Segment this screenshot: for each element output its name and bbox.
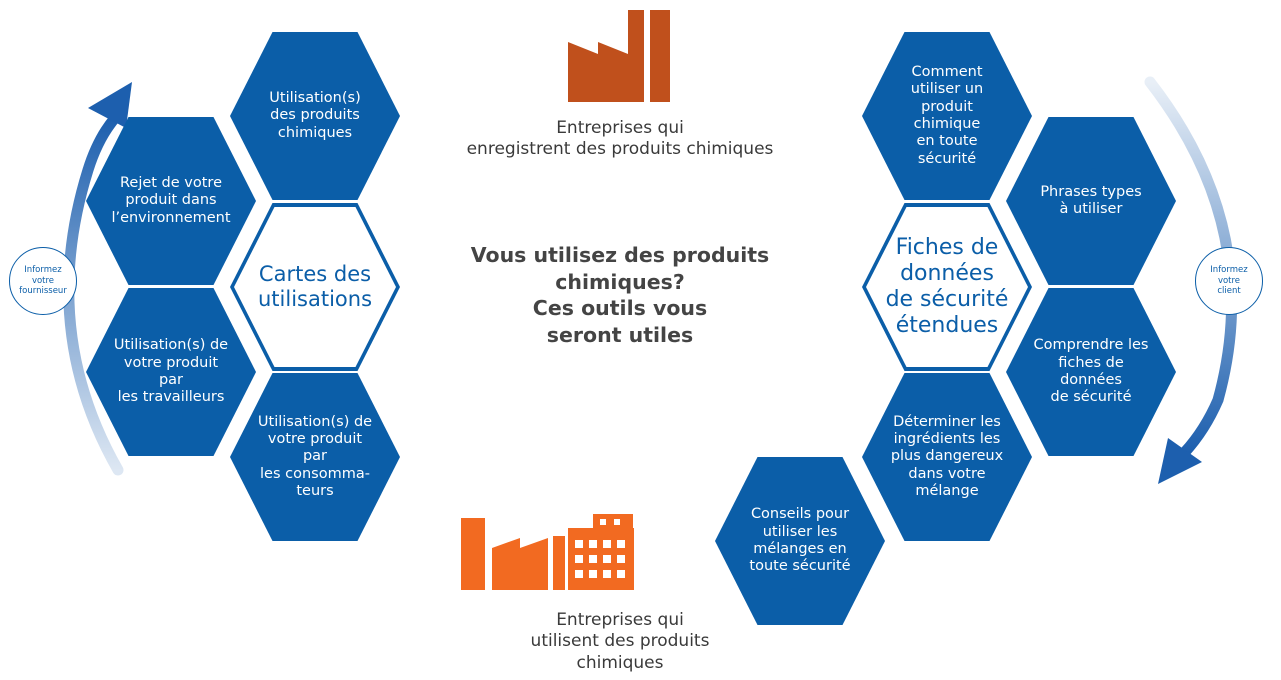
right-cycle-arrow — [1144, 76, 1238, 458]
hex-standard-phrases: Phrases types à utiliser — [1006, 117, 1176, 285]
registering-companies-label: Entreprises qui enregistrent des produit… — [466, 118, 774, 160]
central-question: Vous utilisez des produits chimiques? Ce… — [470, 243, 770, 347]
hex-use-maps-center: Cartes des utilisations — [230, 203, 400, 371]
hex-safe-use-text: Comment utiliser un produit chimique en … — [910, 63, 984, 167]
using-companies-label: Entreprises qui utilisent des produits c… — [530, 610, 710, 673]
hex-standard-phrases-text: Phrases types à utiliser — [1040, 183, 1142, 217]
hex-understand-sds-text: Comprendre les fiches de données de sécu… — [1033, 337, 1149, 406]
hex-dangerous-ingredients-text: Déterminer les ingrédients les plus dang… — [890, 413, 1004, 500]
hex-mixture-advice-text: Conseils pour utiliser les mélanges en t… — [749, 506, 851, 575]
hex-understand-sds: Comprendre les fiches de données de sécu… — [1006, 288, 1176, 456]
hex-worker-uses-text: Utilisation(s) de votre produit par les … — [113, 337, 229, 406]
hex-consumer-uses: Utilisation(s) de votre produit par les … — [230, 373, 400, 541]
left-cycle-arrow — [63, 112, 124, 476]
inform-client-badge: Informez votre client — [1195, 247, 1263, 315]
use-maps-title: Cartes des utilisations — [257, 261, 373, 311]
hex-environmental-release-text: Rejet de votre produit dans l’environnem… — [111, 174, 231, 226]
hex-uses-of-chemicals-text: Utilisation(s) des produits chimiques — [269, 89, 361, 141]
inform-supplier-badge: Informez votre fournisseur — [9, 247, 77, 315]
right-arrow-head — [1158, 438, 1202, 484]
extended-sds-title: Fiches de données de sécurité étendues — [885, 235, 1009, 338]
left-arrow-head — [88, 82, 132, 128]
hex-uses-of-chemicals: Utilisation(s) des produits chimiques — [230, 32, 400, 200]
hex-consumer-uses-text: Utilisation(s) de votre produit par les … — [257, 413, 373, 500]
